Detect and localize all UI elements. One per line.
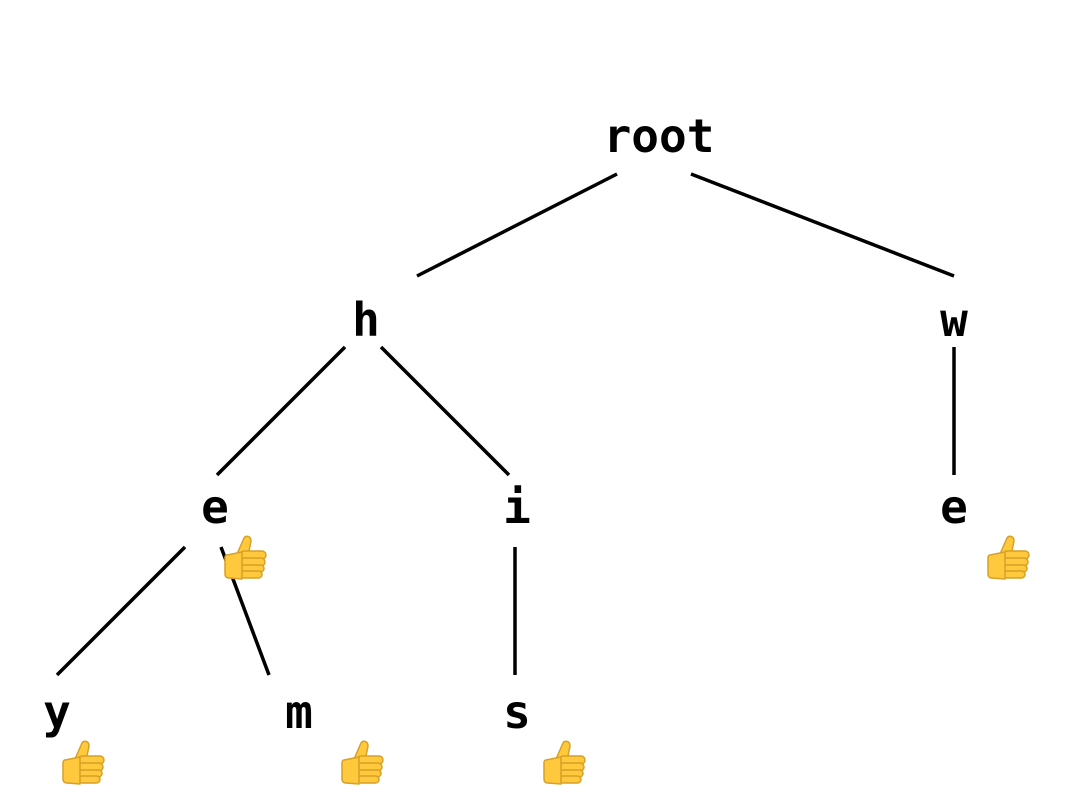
node-we: e [940,480,968,534]
node-hem: m [285,685,313,739]
edge-he-hey [55,545,187,677]
node-w: w [940,293,968,347]
thumbs-up-icon [58,737,108,787]
edge-root-w [690,172,955,278]
node-hey: y [43,685,71,739]
edge-h-he [215,345,347,477]
node-he: e [201,480,229,534]
thumbs-up-icon [220,532,270,582]
thumbs-up-icon [539,737,589,787]
edge-h-hi [379,345,511,477]
thumbs-up-icon [983,532,1033,582]
node-hi: i [503,480,531,534]
node-root: root [603,109,715,163]
thumbs-up-icon [337,737,387,787]
node-his: s [503,685,531,739]
edge-root-h [416,172,618,278]
node-h: h [352,293,380,347]
